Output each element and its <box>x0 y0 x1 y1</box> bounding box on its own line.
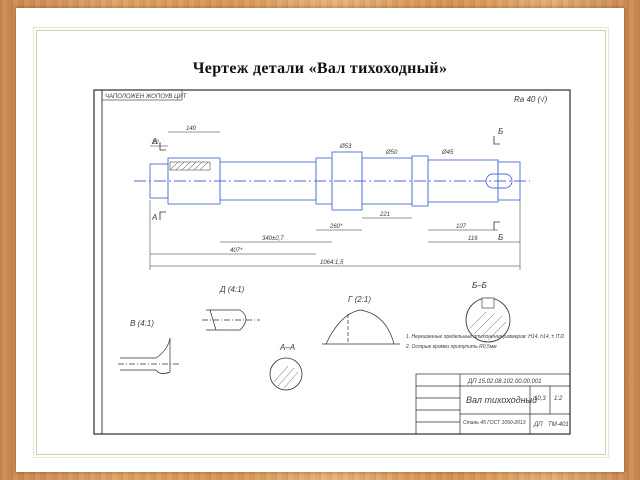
dim-340: 340±0,7 <box>262 236 284 242</box>
slide-panel <box>16 8 624 472</box>
cut-b-top: Б <box>498 127 503 136</box>
dim-d53: Ø53 <box>339 144 352 150</box>
section-bb-label: Б–Б <box>472 281 487 290</box>
title-block-material: Сталь 45 ГОСТ 1050-2013 <box>463 420 526 426</box>
roughness-symbol: Ra 40 (√) <box>514 95 548 104</box>
drawing-canvas: ЧАПОЛОЖЕН ЖОПОУВ ЦИТ Ra 40 (√) <box>93 89 571 435</box>
cut-a-bottom: А <box>151 213 157 222</box>
slide-outer-frame <box>33 27 609 458</box>
title-block-group: ДП <box>533 422 543 428</box>
dim-overall: 1064:1,5 <box>320 260 344 266</box>
note-2: 2. Острые кромки притупить R0,5мм <box>405 344 497 350</box>
section-markers <box>159 136 500 230</box>
dimension-labels: 1064:1,5 407* 340±0,7 260* 221 116 107 1… <box>151 126 478 266</box>
detail-v-view <box>118 337 180 374</box>
dim-107: 107 <box>456 224 467 230</box>
dim-221: 221 <box>379 212 390 218</box>
section-aa-label: А–А <box>279 343 295 352</box>
cut-b-bottom: Б <box>498 233 503 242</box>
detail-d-label: Д (4:1) <box>219 285 245 294</box>
detail-g-label: Г (2:1) <box>348 295 371 304</box>
title-block <box>415 373 571 435</box>
stamp-text: ЧАПОЛОЖЕН ЖОПОУВ ЦИТ <box>105 94 188 100</box>
dim-d45: Ø45 <box>441 150 454 156</box>
detail-v-label: В (4:1) <box>130 319 154 328</box>
note-1: 1. Неуказанные предельные отклонения раз… <box>406 334 564 340</box>
title-block-mass: 10,3 <box>534 396 546 402</box>
title-block-doc-number: ДП 15.02.08.102.00.00.001 <box>467 379 542 385</box>
dim-140: 140 <box>186 126 197 132</box>
dim-116: 116 <box>468 236 478 242</box>
slide-inner-frame <box>36 30 606 455</box>
technical-drawing: ЧАПОЛОЖЕН ЖОПОУВ ЦИТ Ra 40 (√) <box>90 88 572 436</box>
section-aa-view <box>269 357 303 391</box>
title-block-sheet: ТМ-401 <box>548 422 569 428</box>
dim-260: 260* <box>329 224 343 230</box>
title-block-scale: 1:2 <box>554 396 563 402</box>
section-bb-view <box>465 297 511 343</box>
dimension-lines <box>149 131 521 270</box>
keyway-hatch <box>169 161 211 171</box>
dim-22: 22 <box>151 140 159 146</box>
cut-a-top: А <box>151 137 157 146</box>
detail-d-view <box>202 309 260 331</box>
detail-g-view <box>322 309 400 345</box>
dim-407: 407* <box>230 248 243 254</box>
slide-title: Чертеж детали «Вал тихоходный» <box>192 60 448 77</box>
shaft-profile <box>134 151 530 211</box>
title-block-part-name: Вал тихоходный <box>466 395 537 405</box>
dim-d50: Ø50 <box>385 150 398 156</box>
